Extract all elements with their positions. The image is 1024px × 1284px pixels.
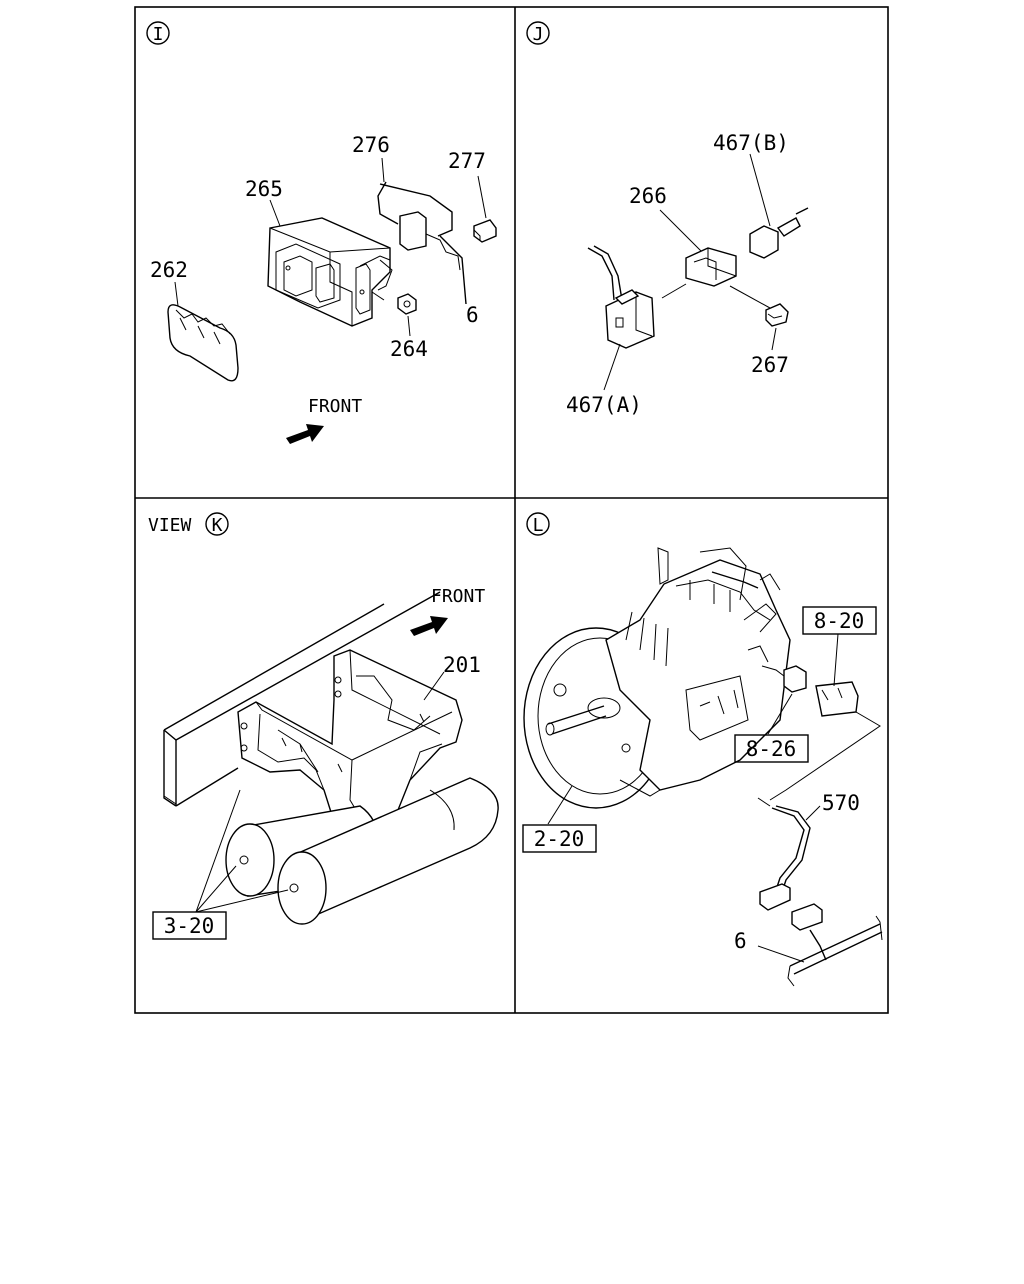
panel-k: VIEW K FRONT bbox=[148, 512, 499, 940]
part-267-bolt bbox=[765, 303, 789, 327]
part-276-harness bbox=[371, 181, 467, 305]
part-262-plate bbox=[167, 304, 239, 382]
callout-467a: 467(A) bbox=[566, 393, 642, 417]
part-467b-connector bbox=[749, 207, 809, 259]
ref-box-8-26-label: 8-26 bbox=[746, 737, 797, 761]
callout-467b: 467(B) bbox=[713, 131, 789, 155]
callout-266: 266 bbox=[629, 184, 667, 208]
air-tank-rear bbox=[277, 777, 499, 925]
panel-j-marker: J bbox=[526, 21, 550, 45]
front-arrow-icon bbox=[410, 616, 448, 636]
svg-text:I: I bbox=[153, 24, 164, 45]
ref-box-8-20-label: 8-20 bbox=[814, 609, 865, 633]
front-label-panel-k: FRONT bbox=[431, 586, 485, 607]
callout-264: 264 bbox=[390, 337, 428, 361]
ref-box-8-26 bbox=[734, 734, 809, 763]
svg-text:K: K bbox=[212, 515, 223, 536]
part-467a-switch bbox=[587, 245, 655, 349]
panel-k-marker: K bbox=[205, 512, 229, 536]
panel-i: I 262 265 bbox=[146, 21, 497, 444]
panel-grid-frame bbox=[134, 6, 889, 1014]
part-8-26-switch bbox=[761, 665, 807, 693]
main-harness bbox=[787, 915, 883, 987]
panel-j: J 467(B) 266 267 bbox=[526, 21, 809, 417]
callout-570: 570 bbox=[822, 791, 860, 815]
ref-box-3-20 bbox=[152, 911, 227, 940]
panel-l: L bbox=[522, 512, 883, 987]
part-570-harness bbox=[759, 805, 827, 961]
view-label: VIEW bbox=[148, 515, 192, 536]
callout-277: 277 bbox=[448, 149, 486, 173]
part-265-controller bbox=[267, 217, 391, 327]
part-266-clip bbox=[685, 247, 737, 287]
ref-box-2-20 bbox=[522, 824, 597, 853]
panel-i-marker: I bbox=[146, 21, 170, 45]
front-label-panel-i: FRONT bbox=[308, 396, 362, 417]
ref-box-3-20-label: 3-20 bbox=[164, 914, 215, 938]
frame-rail bbox=[163, 591, 441, 807]
callout-6-panel-l: 6 bbox=[734, 929, 747, 953]
callout-276: 276 bbox=[352, 133, 390, 157]
transmission-assembly bbox=[523, 547, 791, 809]
front-arrow-icon bbox=[286, 424, 324, 444]
callout-201: 201 bbox=[443, 653, 481, 677]
ref-box-2-20-label: 2-20 bbox=[534, 827, 585, 851]
ref-box-8-20 bbox=[802, 606, 877, 635]
svg-text:J: J bbox=[533, 24, 544, 45]
panel-l-marker: L bbox=[526, 512, 550, 536]
part-8-20-bracket bbox=[815, 681, 859, 717]
svg-text:L: L bbox=[533, 515, 544, 536]
callout-6-panel-i: 6 bbox=[466, 303, 479, 327]
callout-267: 267 bbox=[751, 353, 789, 377]
callout-262: 262 bbox=[150, 258, 188, 282]
part-264-nut bbox=[397, 293, 417, 315]
part-277-bolt bbox=[473, 219, 497, 243]
callout-265: 265 bbox=[245, 177, 283, 201]
